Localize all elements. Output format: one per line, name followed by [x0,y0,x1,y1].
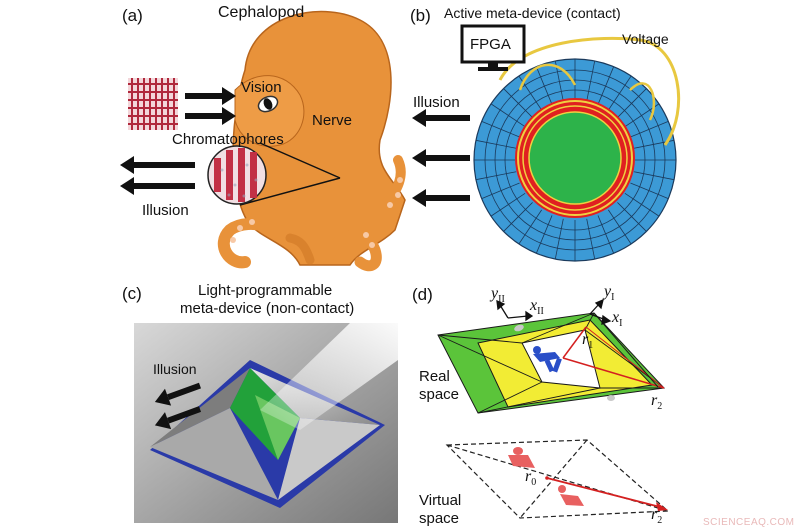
ring-grid-line [586,218,596,260]
ring-grid-line [503,88,533,118]
ring-grid-line [608,75,632,111]
illusion-label-a: Illusion [142,202,189,219]
ring-grid-line [597,66,615,105]
tentacle-2 [324,229,382,272]
panel-b-label: (b) [410,6,431,25]
r1-label: r1 [582,331,594,352]
virtual-space-label-line2: space [419,510,460,527]
ring-grid-line [630,182,669,200]
ring-grid-line [535,66,553,105]
ring-grid-line [554,218,564,260]
ring-grid-line [503,202,533,232]
panel-a-label: (a) [122,6,143,25]
ring-grid-line [481,120,520,138]
virtual-space-label-line1: Virtual [419,492,462,509]
ring-grid-line [617,202,647,232]
nerve-line-1 [259,142,341,179]
r0-label: r0 [525,468,537,489]
watermark: SCIENCEAQ.COM [703,517,795,528]
checkered-object [128,78,178,130]
virtual-rhombus [445,439,670,519]
panel-d-label: (d) [412,285,433,304]
x-II-label: xII [530,297,544,318]
active-meta-device-title: Active meta-device (contact) [444,5,621,21]
light-programmable-title-line2: meta-device (non-contact) [180,300,355,317]
illusion-arrows-c [154,382,202,430]
ring-grid-line [481,182,520,200]
ring-grid-line [586,60,596,102]
axes-II [496,299,534,322]
virtual-ray [546,477,665,509]
ring-grid-line [617,88,647,118]
vision-label: Vision [241,79,282,96]
illusion-label-b: Illusion [413,94,460,111]
voltage-label: Voltage [622,31,669,47]
ring-grid-line [597,215,615,254]
voltage-wire [498,36,681,146]
illusion-label-c: Illusion [153,361,197,377]
axes-I [589,298,612,325]
r2-label: r2 [651,392,663,413]
green-core [528,111,622,205]
panel-c-label: (c) [122,284,142,303]
ring-grid-line [624,193,660,217]
y-I-label: yI [604,283,615,304]
fpga-monitor [460,24,526,71]
chromatophore-magnifier [207,145,267,205]
ring-grid-line [490,193,526,217]
ring-grid-line [535,215,553,254]
ring-grid-line [490,103,526,127]
real-space-label-line1: Real [419,368,450,385]
illusion-arrows-a [120,156,195,195]
ring-grid-line [475,171,517,181]
tentacle-4 [285,233,315,265]
y-II-label: yII [491,285,505,306]
x-I-label: xI [612,309,623,330]
chromatophores-label: Chromatophores [172,131,284,148]
cephalopod-title: Cephalopod [218,4,305,21]
ring-grid-line [475,139,517,149]
real-space-label-line2: space [419,386,460,403]
r2-virtual-label: r2 [651,506,663,527]
person-figure-real [533,346,562,373]
fpga-label: FPGA [470,36,511,53]
illusion-arrows-b [412,109,470,207]
ring-grid-line [630,120,669,138]
ring-grid-line [608,209,632,245]
light-beam [260,323,398,430]
nerve-line-2 [239,177,341,206]
vision-arrows [185,87,236,125]
ring-grid-line [518,209,542,245]
nerve-label: Nerve [312,112,353,129]
ring-grid-line [633,171,675,181]
person-figures-virtual [508,447,584,506]
light-programmable-title-line1: Light-programmable [198,282,333,299]
